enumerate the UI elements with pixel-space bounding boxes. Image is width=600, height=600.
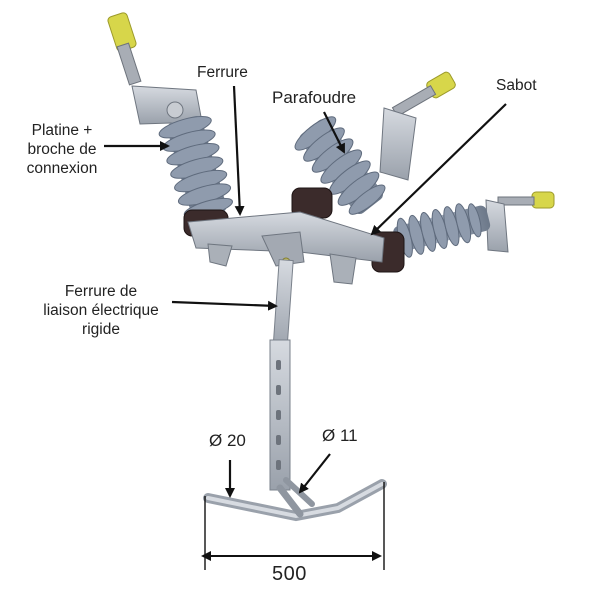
dimension-500 (201, 482, 385, 570)
right-insulator (393, 203, 491, 258)
label-parafoudre: Parafoudre (272, 88, 357, 107)
ground-base (203, 477, 387, 522)
label-sabot: Sabot (496, 77, 537, 94)
label-platine-line1: Platine + (31, 122, 93, 139)
label-ferrure: Ferrure (197, 64, 248, 81)
arrow-ferrure (232, 85, 245, 216)
left-arrester (107, 12, 233, 237)
arrow-liaison (171, 300, 278, 311)
label-liaison-line3: rigide (82, 321, 120, 338)
label-platine-line3: connexion (26, 160, 98, 177)
arrow-diam11 (298, 453, 331, 494)
label-liaison-line1: Ferrure de (64, 283, 138, 300)
right-bracket (485, 199, 509, 253)
mounting-bracket (187, 211, 385, 285)
left-insulator (158, 116, 233, 220)
middle-terminal-rod (391, 84, 437, 118)
label-diam20: Ø 20 (209, 431, 246, 450)
right-terminal-cap (531, 191, 555, 209)
label-width-500: 500 (272, 563, 307, 585)
label-liaison: Ferrure de liaison électrique rigide (28, 282, 174, 339)
left-connection-pin (116, 42, 142, 86)
label-platine: Platine + broche de connexion (6, 121, 118, 178)
left-plate-bolt (166, 101, 184, 119)
rigid-link-rod (269, 259, 294, 491)
right-terminal-rod (497, 196, 535, 206)
arrow-parafoudre (323, 111, 345, 154)
label-platine-line2: broche de (27, 141, 97, 158)
label-diam11: Ø 11 (322, 426, 358, 445)
label-liaison-line2: liaison électrique (43, 302, 159, 319)
arrow-sabot (370, 103, 507, 236)
right-arrester (371, 191, 555, 273)
middle-bracket (379, 107, 417, 181)
callout-arrows (104, 85, 507, 498)
